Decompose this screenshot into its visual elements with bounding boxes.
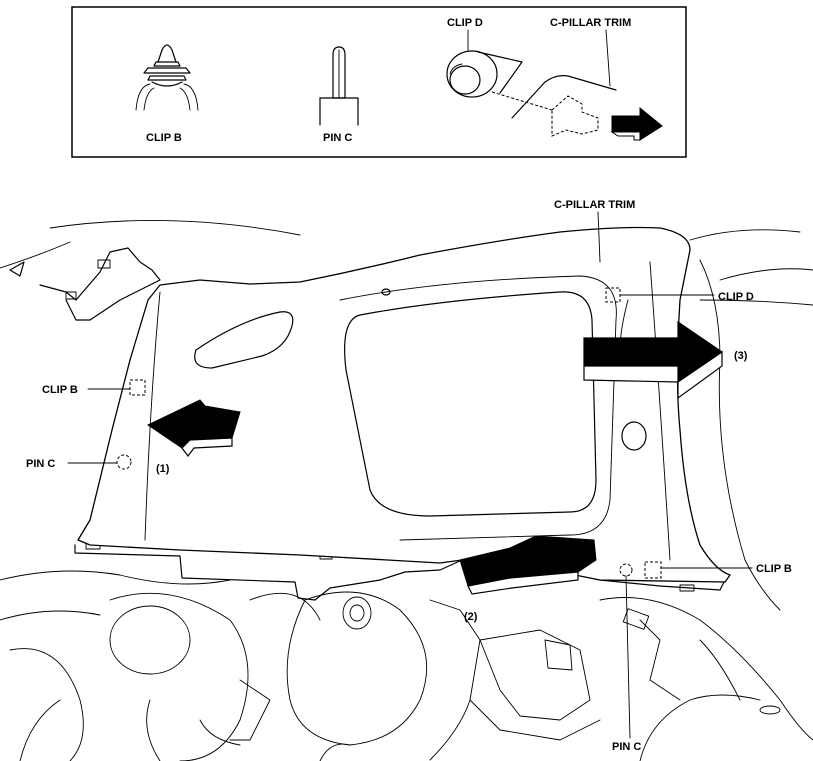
trim-corner-sketch [511, 75, 617, 137]
leader-lines [67, 211, 753, 739]
clip-b-right-marker [644, 561, 662, 579]
clip-d-part-drawing [446, 50, 523, 98]
c-pillar-trim-leader [597, 211, 601, 263]
inset-clip-d-label: CLIP D [447, 17, 483, 29]
step-3-label: (3) [734, 350, 748, 362]
arrow-step-1 [146, 399, 241, 457]
clip-b-left-marker [129, 379, 146, 396]
pin-c-part-drawing [319, 46, 359, 126]
inset-c-pillar-trim-label: C-PILLAR TRIM [550, 17, 631, 29]
inset-direction-arrow [610, 106, 663, 141]
pin-c-bottom-leader [625, 575, 631, 739]
inset-frame [71, 6, 687, 158]
clip-b-left-label: CLIP B [42, 384, 78, 396]
clip-b-right-label: CLIP B [756, 563, 792, 575]
clip-b-part-drawing [135, 44, 199, 111]
step-1-label: (1) [156, 463, 170, 475]
pin-c-left-label: PIN C [26, 458, 55, 470]
inset-trim-leader [605, 29, 611, 87]
arrow-step-2 [459, 535, 597, 595]
parts-inset: CLIP B PIN C CLIP D C-PILLAR TRIM [71, 6, 687, 158]
pin-c-bottom-label: PIN C [612, 741, 641, 753]
c-pillar-trim-label: C-PILLAR TRIM [554, 199, 635, 211]
inset-pin-c-label: PIN C [323, 132, 352, 144]
pin-c-bottom-marker [619, 563, 633, 577]
c-pillar-trim-panel [77, 226, 781, 611]
inset-clip-b-label: CLIP B [146, 132, 182, 144]
clip-d-dashed-guide [491, 91, 553, 111]
pin-c-left-marker [116, 454, 132, 470]
vehicle-structure-linework [0, 220, 813, 761]
clip-d-label: CLIP D [718, 291, 754, 303]
step-2-label: (2) [464, 611, 478, 623]
arrow-step-3 [583, 320, 724, 400]
